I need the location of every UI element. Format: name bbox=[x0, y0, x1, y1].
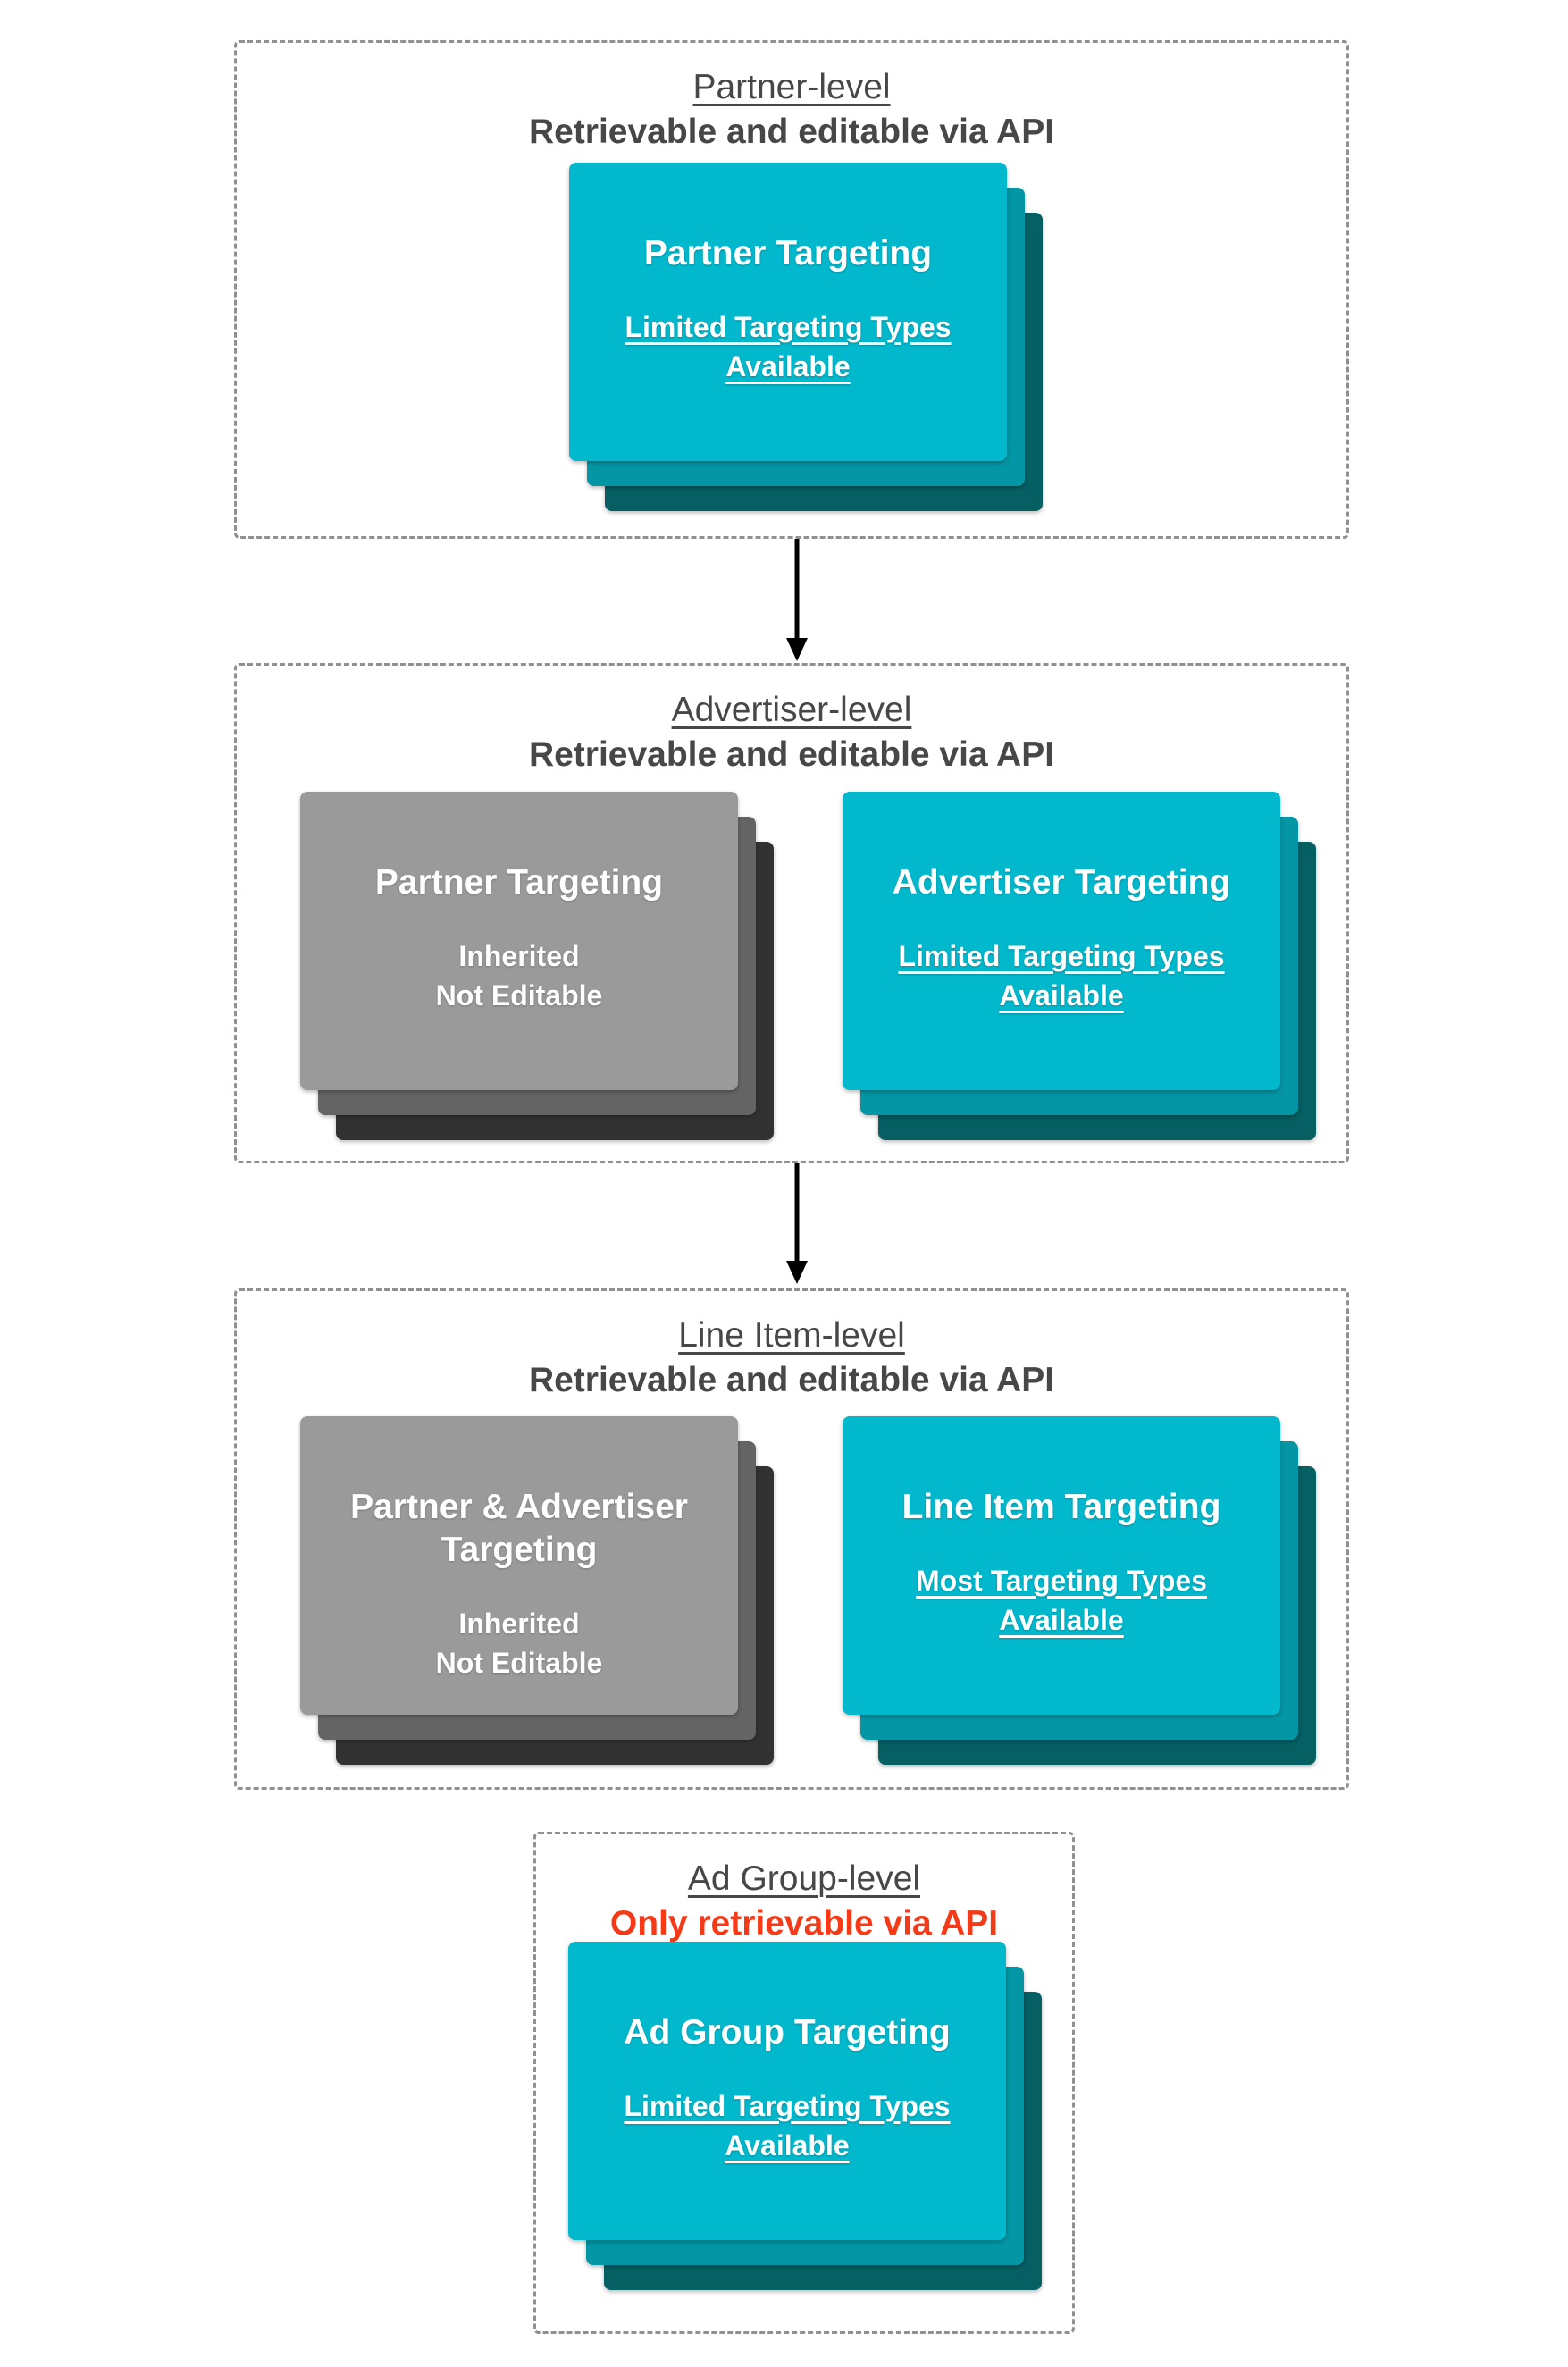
section-subtitle: Retrievable and editable via API bbox=[528, 113, 1055, 151]
section-advertiser-level: Advertiser-level Retrievable and editabl… bbox=[234, 663, 1349, 1163]
card-subtitle: Limited Targeting Types Available bbox=[624, 2090, 951, 2161]
section-title: Partner-level bbox=[692, 68, 891, 106]
card-title: Partner & Advertiser Targeting bbox=[350, 1488, 688, 1569]
card-title: Partner Targeting bbox=[374, 863, 664, 902]
section-title: Line Item-level bbox=[678, 1316, 905, 1355]
section-ad-group-level: Ad Group-level Only retrievable via API … bbox=[533, 1832, 1075, 2334]
arrow-shaft bbox=[794, 1163, 800, 1261]
card-stack-line-item-targeting: Line Item Targeting Most Targeting Types… bbox=[843, 1416, 1316, 1765]
card-ad-group-targeting: Ad Group Targeting Limited Targeting Typ… bbox=[568, 1942, 1006, 2240]
down-arrow-icon bbox=[784, 539, 810, 661]
card-subtitle-line: Inherited bbox=[458, 940, 580, 972]
card-stack-partner-advertiser-targeting: Partner & Advertiser Targeting Inherited… bbox=[300, 1416, 774, 1765]
arrow-head bbox=[786, 638, 808, 661]
arrow-shaft bbox=[794, 539, 800, 638]
card-stack-advertiser-targeting: Advertiser Targeting Limited Targeting T… bbox=[843, 792, 1316, 1140]
section-subtitle: Retrievable and editable via API bbox=[528, 1361, 1055, 1399]
card-subtitle: Inherited Not Editable bbox=[436, 1604, 603, 1683]
card-subtitle: Limited Targeting Types Available bbox=[625, 311, 952, 382]
card-title: Partner Targeting bbox=[643, 234, 933, 273]
section-title: Ad Group-level bbox=[687, 1859, 921, 1898]
card-subtitle-line: Inherited bbox=[458, 1607, 580, 1640]
card-subtitle: Limited Targeting Types Available bbox=[898, 940, 1225, 1011]
card-partner-advertiser-targeting: Partner & Advertiser Targeting Inherited… bbox=[300, 1416, 738, 1715]
section-subtitle-alert: Only retrievable via API bbox=[609, 1904, 999, 1943]
card-partner-targeting-inherited: Partner Targeting Inherited Not Editable bbox=[300, 792, 738, 1090]
down-arrow-icon bbox=[784, 1163, 810, 1284]
section-subtitle: Retrievable and editable via API bbox=[528, 735, 1055, 774]
card-line-item-targeting: Line Item Targeting Most Targeting Types… bbox=[843, 1416, 1280, 1715]
card-stack-partner-targeting: Partner Targeting Limited Targeting Type… bbox=[569, 163, 1043, 511]
card-subtitle-line: Not Editable bbox=[435, 979, 603, 1011]
section-partner-level: Partner-level Retrievable and editable v… bbox=[234, 40, 1349, 539]
section-line-item-level: Line Item-level Retrievable and editable… bbox=[234, 1288, 1349, 1790]
card-advertiser-targeting: Advertiser Targeting Limited Targeting T… bbox=[843, 792, 1280, 1090]
card-title: Line Item Targeting bbox=[901, 1488, 1221, 1526]
card-subtitle: Most Targeting Types Available bbox=[916, 1565, 1207, 1636]
section-title: Advertiser-level bbox=[671, 691, 912, 729]
card-subtitle-line: Not Editable bbox=[435, 1647, 603, 1679]
card-subtitle: Inherited Not Editable bbox=[436, 936, 603, 1015]
arrow-head bbox=[786, 1261, 808, 1284]
card-title: Advertiser Targeting bbox=[892, 863, 1231, 902]
card-stack-ad-group-targeting: Ad Group Targeting Limited Targeting Typ… bbox=[568, 1942, 1042, 2290]
card-stack-partner-targeting-inherited: Partner Targeting Inherited Not Editable bbox=[300, 792, 774, 1140]
card-title: Ad Group Targeting bbox=[624, 2013, 951, 2052]
card-partner-targeting: Partner Targeting Limited Targeting Type… bbox=[569, 163, 1007, 461]
